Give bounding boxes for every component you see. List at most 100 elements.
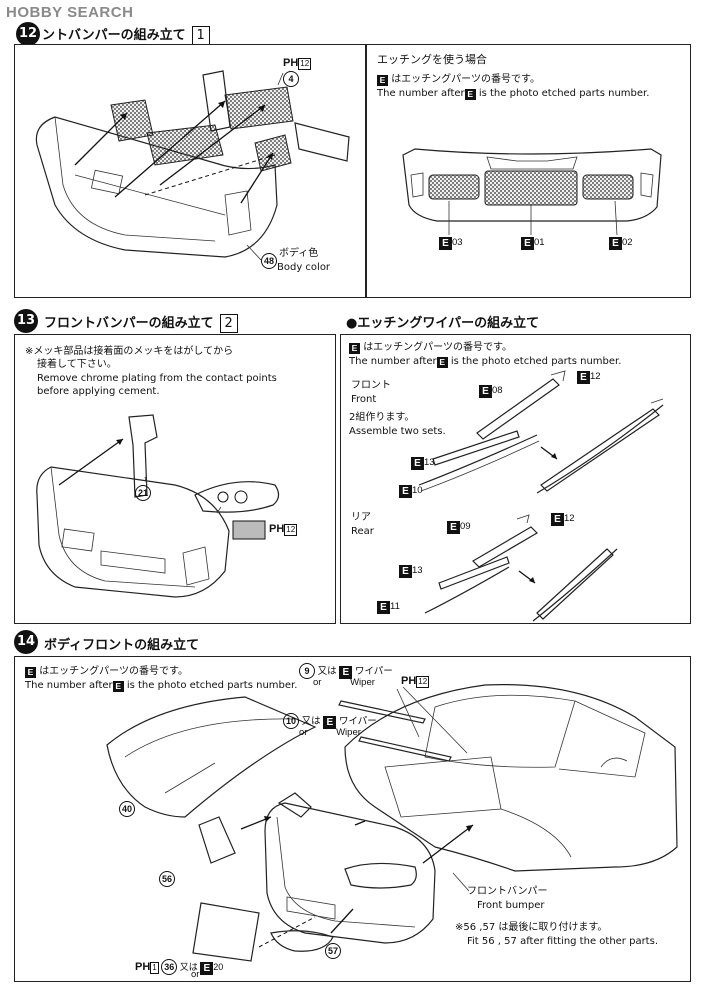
wiper-en: Wiper	[336, 727, 361, 738]
step14-note-en-head: The number after	[25, 680, 113, 691]
step14-note-jp-text: はエッチングパーツの番号です。	[39, 666, 188, 677]
part-40-circle: 40	[119, 801, 135, 817]
wiper-front-e13-num: 13	[424, 457, 435, 468]
wiper-e11-num: 11	[390, 601, 400, 612]
or-jp: 又は	[301, 716, 321, 727]
part-4-circle: 4	[283, 71, 299, 87]
part-10-circle: 10	[283, 713, 299, 729]
wiper-jp: ワイパー	[354, 666, 393, 677]
step13-ph-box: 12	[284, 524, 298, 536]
e01-num: 01	[534, 237, 545, 248]
bottom-or-en: or	[191, 969, 200, 980]
e-marker: E	[411, 457, 424, 470]
body-color-jp: ボディ色	[279, 248, 319, 259]
etched-bumper-drawing	[402, 148, 662, 236]
step13-ph-text: PH	[269, 523, 285, 535]
fit-note-jp: ※56 ,57 は最後に取り付けます。	[455, 922, 608, 933]
part-10-or-en: or Wiper	[299, 727, 361, 738]
e-marker: E	[577, 371, 590, 384]
wiper-sets-jp: 2組作ります。	[349, 412, 415, 423]
wiper-rear-e13-num: 13	[412, 565, 423, 576]
part-48-label: 48	[261, 253, 277, 269]
wiper-title: ●エッチングワイパーの組み立て	[346, 316, 540, 331]
etching-note-en-tail: is the photo etched parts number.	[478, 88, 650, 99]
etching-note-en-head: The number after	[377, 88, 465, 99]
e-marker: E	[323, 716, 337, 729]
step14-body-drawing	[106, 684, 678, 962]
bottom-ph-text: PH	[135, 961, 151, 973]
step14-circle: 14	[14, 630, 38, 654]
wiper-rear-e12-num: 12	[564, 513, 575, 524]
step13-title-text: フロントバンパーの組み立て	[44, 316, 214, 331]
or-en: or	[299, 727, 308, 738]
step13-title: フロントバンパーの組み立て 2	[44, 312, 238, 333]
e-marker: E	[339, 666, 353, 679]
e-marker: E	[521, 237, 534, 250]
wiper-note-en-tail: is the photo etched parts number.	[450, 356, 622, 367]
wiper-note-en-head: The number after	[349, 356, 437, 367]
part-21-label: 21	[135, 485, 151, 501]
wiper-rear-jp: リア	[351, 512, 371, 523]
or-jp: 又は	[317, 666, 337, 677]
e02-num: 02	[622, 237, 633, 248]
chrome-note-jp-2: 接着して下さい。	[37, 359, 117, 370]
part-36-circle: 36	[161, 959, 178, 975]
etching-note-jp-text: はエッチングパーツの番号です。	[391, 74, 540, 85]
e-marker: E	[399, 565, 412, 578]
e03-num: 03	[452, 237, 463, 248]
e-marker: E	[200, 962, 214, 975]
etching-note-jp: E はエッチングパーツの番号です。	[377, 73, 540, 86]
wiper-sets-en: Assemble two sets.	[349, 426, 446, 437]
e-marker: E	[479, 385, 492, 398]
step12-ph-text: PH	[283, 57, 299, 69]
e-marker: E	[609, 237, 622, 250]
wiper-rear-en: Rear	[351, 526, 374, 537]
part-21-circle: 21	[135, 485, 151, 501]
wiper-note-jp: E はエッチングパーツの番号です。	[349, 341, 512, 354]
wiper-e09-num: 09	[460, 521, 471, 532]
e-marker: E	[112, 681, 124, 692]
part-9-or-en: or Wiper	[313, 677, 375, 688]
e-marker: E	[464, 89, 476, 100]
e-marker: E	[439, 237, 452, 250]
body-color-en: Body color	[277, 262, 331, 273]
wiper-front-e12-num: 12	[590, 371, 601, 382]
part-57-circle: 57	[325, 943, 341, 959]
e-marker: E	[399, 485, 412, 498]
watermark: HOBBY SEARCH	[6, 4, 134, 21]
part-40-label: 40	[119, 801, 135, 817]
part-48-circle: 48	[261, 253, 277, 269]
step14-ph-box: 12	[416, 676, 430, 688]
step12-box-number: 1	[191, 26, 210, 45]
step12-bumper-drawing	[35, 70, 350, 261]
step13-circle: 13	[14, 309, 38, 333]
wiper-e08-num: 08	[492, 385, 503, 396]
step14-title: ボディフロントの組み立て	[44, 638, 200, 653]
part-56-circle: 56	[159, 871, 175, 887]
wiper-en: Wiper	[350, 677, 375, 688]
wiper-note-jp-text: はエッチングパーツの番号です。	[363, 342, 512, 353]
step13-box-number: 2	[219, 314, 238, 333]
part-57-label: 57	[325, 943, 341, 959]
part-10-line: 10 又は E ワイパー	[283, 713, 377, 729]
e-marker: E	[436, 357, 448, 368]
wiper-drawing	[418, 370, 664, 622]
e-marker: E	[447, 521, 460, 534]
